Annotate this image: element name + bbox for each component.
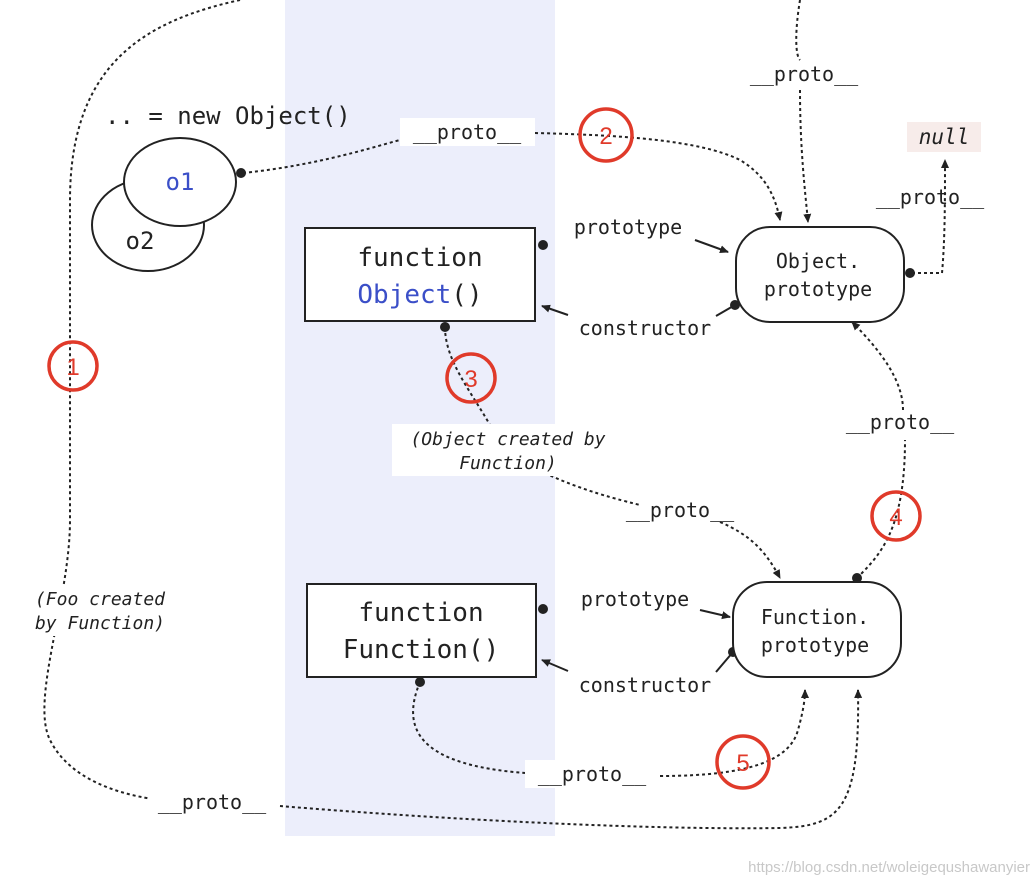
marker-2-label: 2 bbox=[599, 123, 612, 150]
edge-proto-fnproto-objproto: __proto__ bbox=[846, 410, 955, 434]
marker-3-label: 3 bbox=[464, 366, 477, 393]
null-proto-line bbox=[912, 159, 949, 274]
object-proto-constructor-dot bbox=[730, 300, 740, 310]
o1-proto-link-right bbox=[534, 132, 783, 221]
note-object-created-pad bbox=[392, 424, 624, 476]
function-prototype-node bbox=[732, 581, 902, 678]
header-text: .. = new Object() bbox=[105, 102, 351, 130]
note-foo-created-line2: by Function) bbox=[35, 613, 165, 634]
marker-4-circle bbox=[870, 490, 922, 542]
marker-3-circle bbox=[445, 352, 497, 404]
object-prototype-line2: prototype bbox=[764, 277, 872, 301]
null-label: null bbox=[919, 125, 970, 149]
foo-proto-bottom-curve bbox=[279, 689, 863, 830]
object-fn-prototype-dot bbox=[538, 240, 548, 250]
marker-1-label: 1 bbox=[66, 354, 79, 381]
marker-5-label: 5 bbox=[736, 750, 749, 777]
object-fn-proto-lower bbox=[544, 472, 641, 506]
note-foo-created-line1: (Foo created bbox=[35, 589, 166, 610]
proto-o1-pad bbox=[400, 118, 535, 146]
function-fn-keyword: function bbox=[358, 598, 483, 628]
top-proto-line bbox=[795, 0, 801, 61]
edge-proto-object-fn: __proto__ bbox=[626, 498, 735, 522]
marker-1-circle bbox=[47, 340, 99, 392]
object-fn-keyword: function bbox=[357, 243, 482, 273]
o1-proto-link bbox=[242, 139, 401, 174]
null-pad bbox=[907, 122, 981, 152]
object-fn-proto-arrow bbox=[719, 521, 781, 579]
proto-foo-pad bbox=[150, 790, 278, 818]
o1-circle bbox=[123, 137, 237, 227]
o2-label: o2 bbox=[126, 227, 155, 255]
foo-proto-curve bbox=[43, 0, 241, 801]
function-fn-prototype-dot bbox=[538, 604, 548, 614]
edge-prototype-object: prototype bbox=[574, 215, 682, 239]
top-proto-line-lower bbox=[799, 89, 812, 223]
fnproto-to-objproto-lower bbox=[856, 439, 906, 579]
fnproto-proto-dot bbox=[852, 573, 862, 583]
prototype-object-arrow bbox=[694, 239, 729, 254]
edge-proto-top: __proto__ bbox=[750, 62, 859, 86]
fnproto-to-objproto-upper bbox=[851, 321, 904, 411]
object-fn-proto-dot bbox=[440, 322, 450, 332]
object-prototype-node bbox=[735, 226, 905, 323]
marker-5-circle bbox=[715, 734, 771, 790]
function-prototype-line2: prototype bbox=[761, 633, 869, 657]
proto-function-fn-pad bbox=[525, 760, 660, 788]
edge-proto-function-fn: __proto__ bbox=[538, 762, 647, 786]
edge-proto-o1: __proto__ bbox=[413, 120, 522, 144]
edge-prototype-function: prototype bbox=[581, 587, 689, 611]
foo-note-pad bbox=[24, 586, 176, 636]
function-fn-proto-dot bbox=[415, 677, 425, 687]
marker-4-label: 4 bbox=[889, 504, 902, 531]
watermark: https://blog.csdn.net/woleigequshawanyie… bbox=[748, 859, 1030, 876]
object-fn-proto-upper bbox=[444, 326, 491, 426]
edge-proto-foo: __proto__ bbox=[158, 790, 267, 814]
edge-proto-null: __proto__ bbox=[876, 185, 985, 209]
object-fn-box bbox=[304, 227, 536, 322]
object-prototype-line1: Object. bbox=[776, 249, 860, 273]
edge-constructor-object: constructor bbox=[579, 316, 711, 340]
o1-label: o1 bbox=[166, 168, 195, 196]
function-prototype-line1: Function. bbox=[761, 605, 869, 629]
constructor-function-arrow bbox=[541, 659, 569, 672]
function-fn-proto-right bbox=[659, 689, 809, 777]
object-proto-null-dot bbox=[905, 268, 915, 278]
note-object-created-line1: (Object created by bbox=[410, 429, 605, 450]
edge-constructor-function: constructor bbox=[579, 673, 711, 697]
note-object-created-line2: Function) bbox=[459, 453, 557, 474]
function-fn-box bbox=[306, 583, 537, 678]
marker-2-circle bbox=[578, 107, 634, 163]
object-fn-name: Object() bbox=[357, 280, 482, 310]
prototype-function-arrow bbox=[699, 609, 731, 620]
function-fn-name: Function() bbox=[343, 635, 500, 665]
constructor-object-arrow bbox=[541, 304, 569, 316]
o1-dot bbox=[236, 168, 246, 178]
